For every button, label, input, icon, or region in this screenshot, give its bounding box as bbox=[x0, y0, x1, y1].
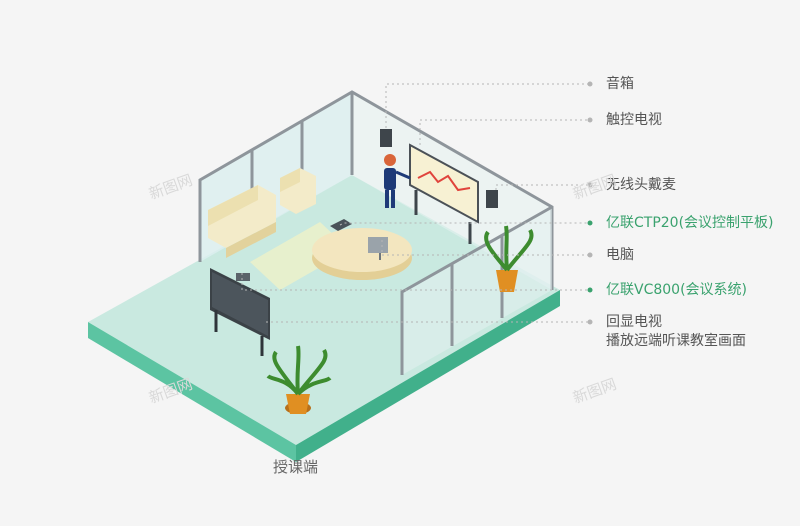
sofa-long bbox=[208, 185, 276, 258]
callout-computer: 电脑 bbox=[606, 247, 634, 263]
platform-top bbox=[88, 175, 560, 445]
speaker-left-icon bbox=[380, 129, 392, 147]
callout-touch-tv: 触控电视 bbox=[606, 112, 662, 128]
meeting-table bbox=[312, 219, 412, 280]
diagram-caption: 授课端 bbox=[273, 458, 319, 476]
sofa-armchair bbox=[280, 168, 316, 214]
platform-left-side bbox=[88, 322, 296, 462]
front-right-wall bbox=[402, 207, 552, 375]
presenter-icon bbox=[384, 154, 411, 208]
callout-ctp20: 亿联CTP20(会议控制平板) bbox=[606, 215, 774, 231]
plant-front-icon bbox=[266, 345, 332, 414]
plant-back-icon bbox=[484, 225, 534, 292]
callout-wireless-mic: 无线头戴麦 bbox=[606, 177, 676, 193]
callout-echo-tv: 回显电视 bbox=[606, 314, 662, 330]
callout-lines bbox=[241, 83, 590, 323]
callout-vc800: 亿联VC800(会议系统) bbox=[606, 282, 747, 298]
platform-right-side bbox=[296, 290, 560, 462]
speaker-right-icon bbox=[486, 190, 498, 208]
callout-echo-tv-desc: 播放远端听课教室画面 bbox=[606, 333, 746, 349]
camera-icon bbox=[236, 273, 250, 281]
computer-monitor-icon bbox=[368, 237, 388, 253]
callout-dots bbox=[587, 81, 593, 325]
touch-tv-icon bbox=[409, 143, 479, 244]
callout-speaker: 音箱 bbox=[606, 76, 634, 92]
display-tv-icon bbox=[210, 268, 270, 356]
